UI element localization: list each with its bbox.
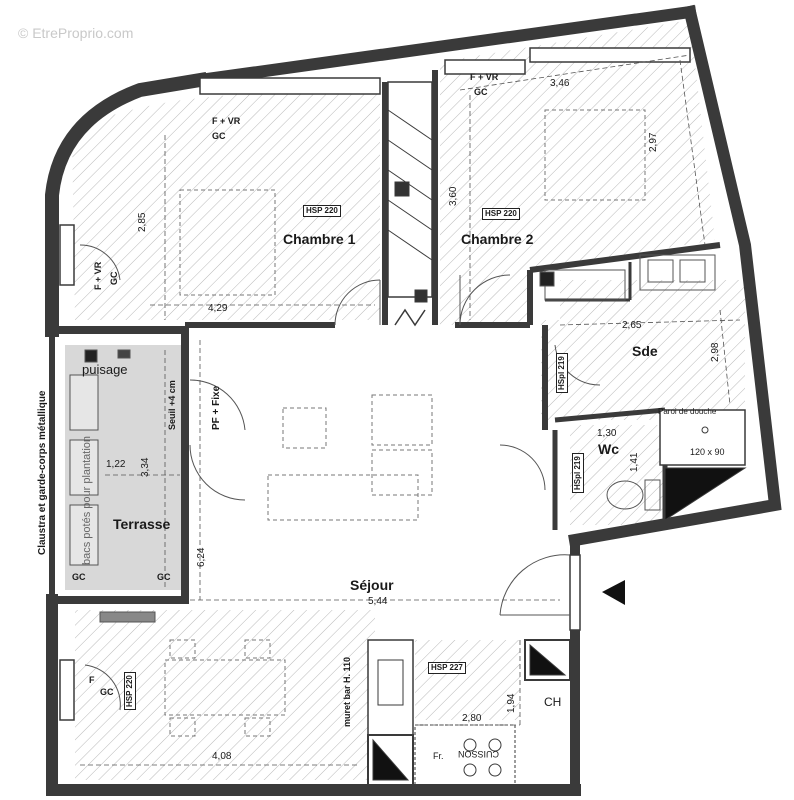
annotation-douche-size: 120 x 90	[690, 447, 725, 457]
dim-sejour-width: 5,44	[368, 596, 388, 607]
dimension-lines	[80, 54, 741, 766]
room-label-terrasse: Terrasse	[113, 516, 171, 532]
annotation-gc-left: GC	[109, 271, 119, 286]
annotation-f-left: F	[89, 675, 95, 685]
hsp-sejour-kitchen: HSP 227	[428, 662, 466, 674]
dim-c2-height: 2,97	[648, 132, 659, 152]
furniture	[164, 394, 433, 737]
annotation-muret: muret bar H. 110	[342, 656, 352, 727]
dim-kitchen-height: 1,94	[506, 693, 517, 713]
room-label-sejour: Séjour	[350, 577, 394, 593]
annotation-fvr-c2: F + VR	[470, 72, 499, 82]
dim-wc-width: 1,30	[597, 428, 617, 439]
dim-bottom-left: 4,08	[212, 751, 232, 762]
annotation-paroi: Paroi de douche	[658, 407, 717, 416]
annotation-gc-bottom-left: GC	[100, 687, 114, 697]
kitchen	[367, 639, 571, 786]
dim-closet: 3,60	[448, 186, 459, 206]
dim-c1-width: 4,29	[208, 303, 228, 314]
annotation-fvr-left: F + VR	[93, 261, 103, 290]
room-label-chambre1: Chambre 1	[283, 231, 356, 247]
door-swings	[79, 244, 601, 711]
annotation-claustra: Claustra et garde-corps métallique	[37, 390, 48, 556]
entrance-arrow-icon	[602, 580, 625, 605]
annotation-gc-c2: GC	[474, 87, 488, 97]
annotation-seuil: Seuil +4 cm	[167, 380, 177, 430]
annotation-gc-terrasse: GC	[72, 572, 86, 582]
dim-sde-height: 2,98	[710, 342, 721, 362]
room-label-wc: Wc	[598, 441, 619, 457]
closet	[387, 81, 433, 327]
hsp-wc: HSpl 219	[572, 453, 584, 493]
annotation-cuisson: CUISSON	[458, 749, 500, 759]
dim-kitchen-width: 2,80	[462, 713, 482, 724]
annotation-gc-terrasse2: GC	[157, 572, 171, 582]
hsp-chambre2: HSP 220	[482, 208, 520, 220]
hsp-chambre1: HSP 220	[303, 205, 341, 217]
planters	[69, 349, 156, 623]
dim-wc-height: 1,41	[629, 452, 640, 472]
dim-sejour-height: 6,24	[196, 547, 207, 567]
windows	[59, 47, 691, 721]
outer-walls	[45, 4, 782, 796]
beds	[179, 109, 646, 296]
room-label-sde: Sde	[632, 343, 658, 359]
annotation-fvr-top: F + VR	[212, 116, 241, 126]
dim-c2-width: 3,46	[550, 78, 570, 89]
dim-terrasse-height: 3,34	[140, 457, 151, 477]
dim-sde-width: 2,65	[622, 320, 642, 331]
hatched-floor	[72, 20, 745, 780]
annotation-ch: CH	[544, 695, 562, 709]
annotation-bacs: bacs potés pour plantation	[81, 435, 93, 565]
hsp-sejour-left: HSP 220	[124, 672, 136, 710]
dim-c1-height: 2,85	[137, 212, 148, 232]
watermark: © EtreProprio.com	[18, 25, 134, 41]
shower	[659, 409, 747, 521]
annotation-fr: Fr.	[433, 751, 444, 761]
annotation-puisage: puisage	[82, 362, 128, 377]
annotation-gc-top: GC	[212, 131, 226, 141]
room-label-chambre2: Chambre 2	[461, 231, 534, 247]
annotation-pf-fixe: PF + Fixe	[211, 385, 222, 430]
fixtures	[539, 254, 716, 511]
dim-terrasse-width: 1,22	[106, 459, 126, 470]
hsp-sde: HSpl 219	[556, 353, 568, 393]
